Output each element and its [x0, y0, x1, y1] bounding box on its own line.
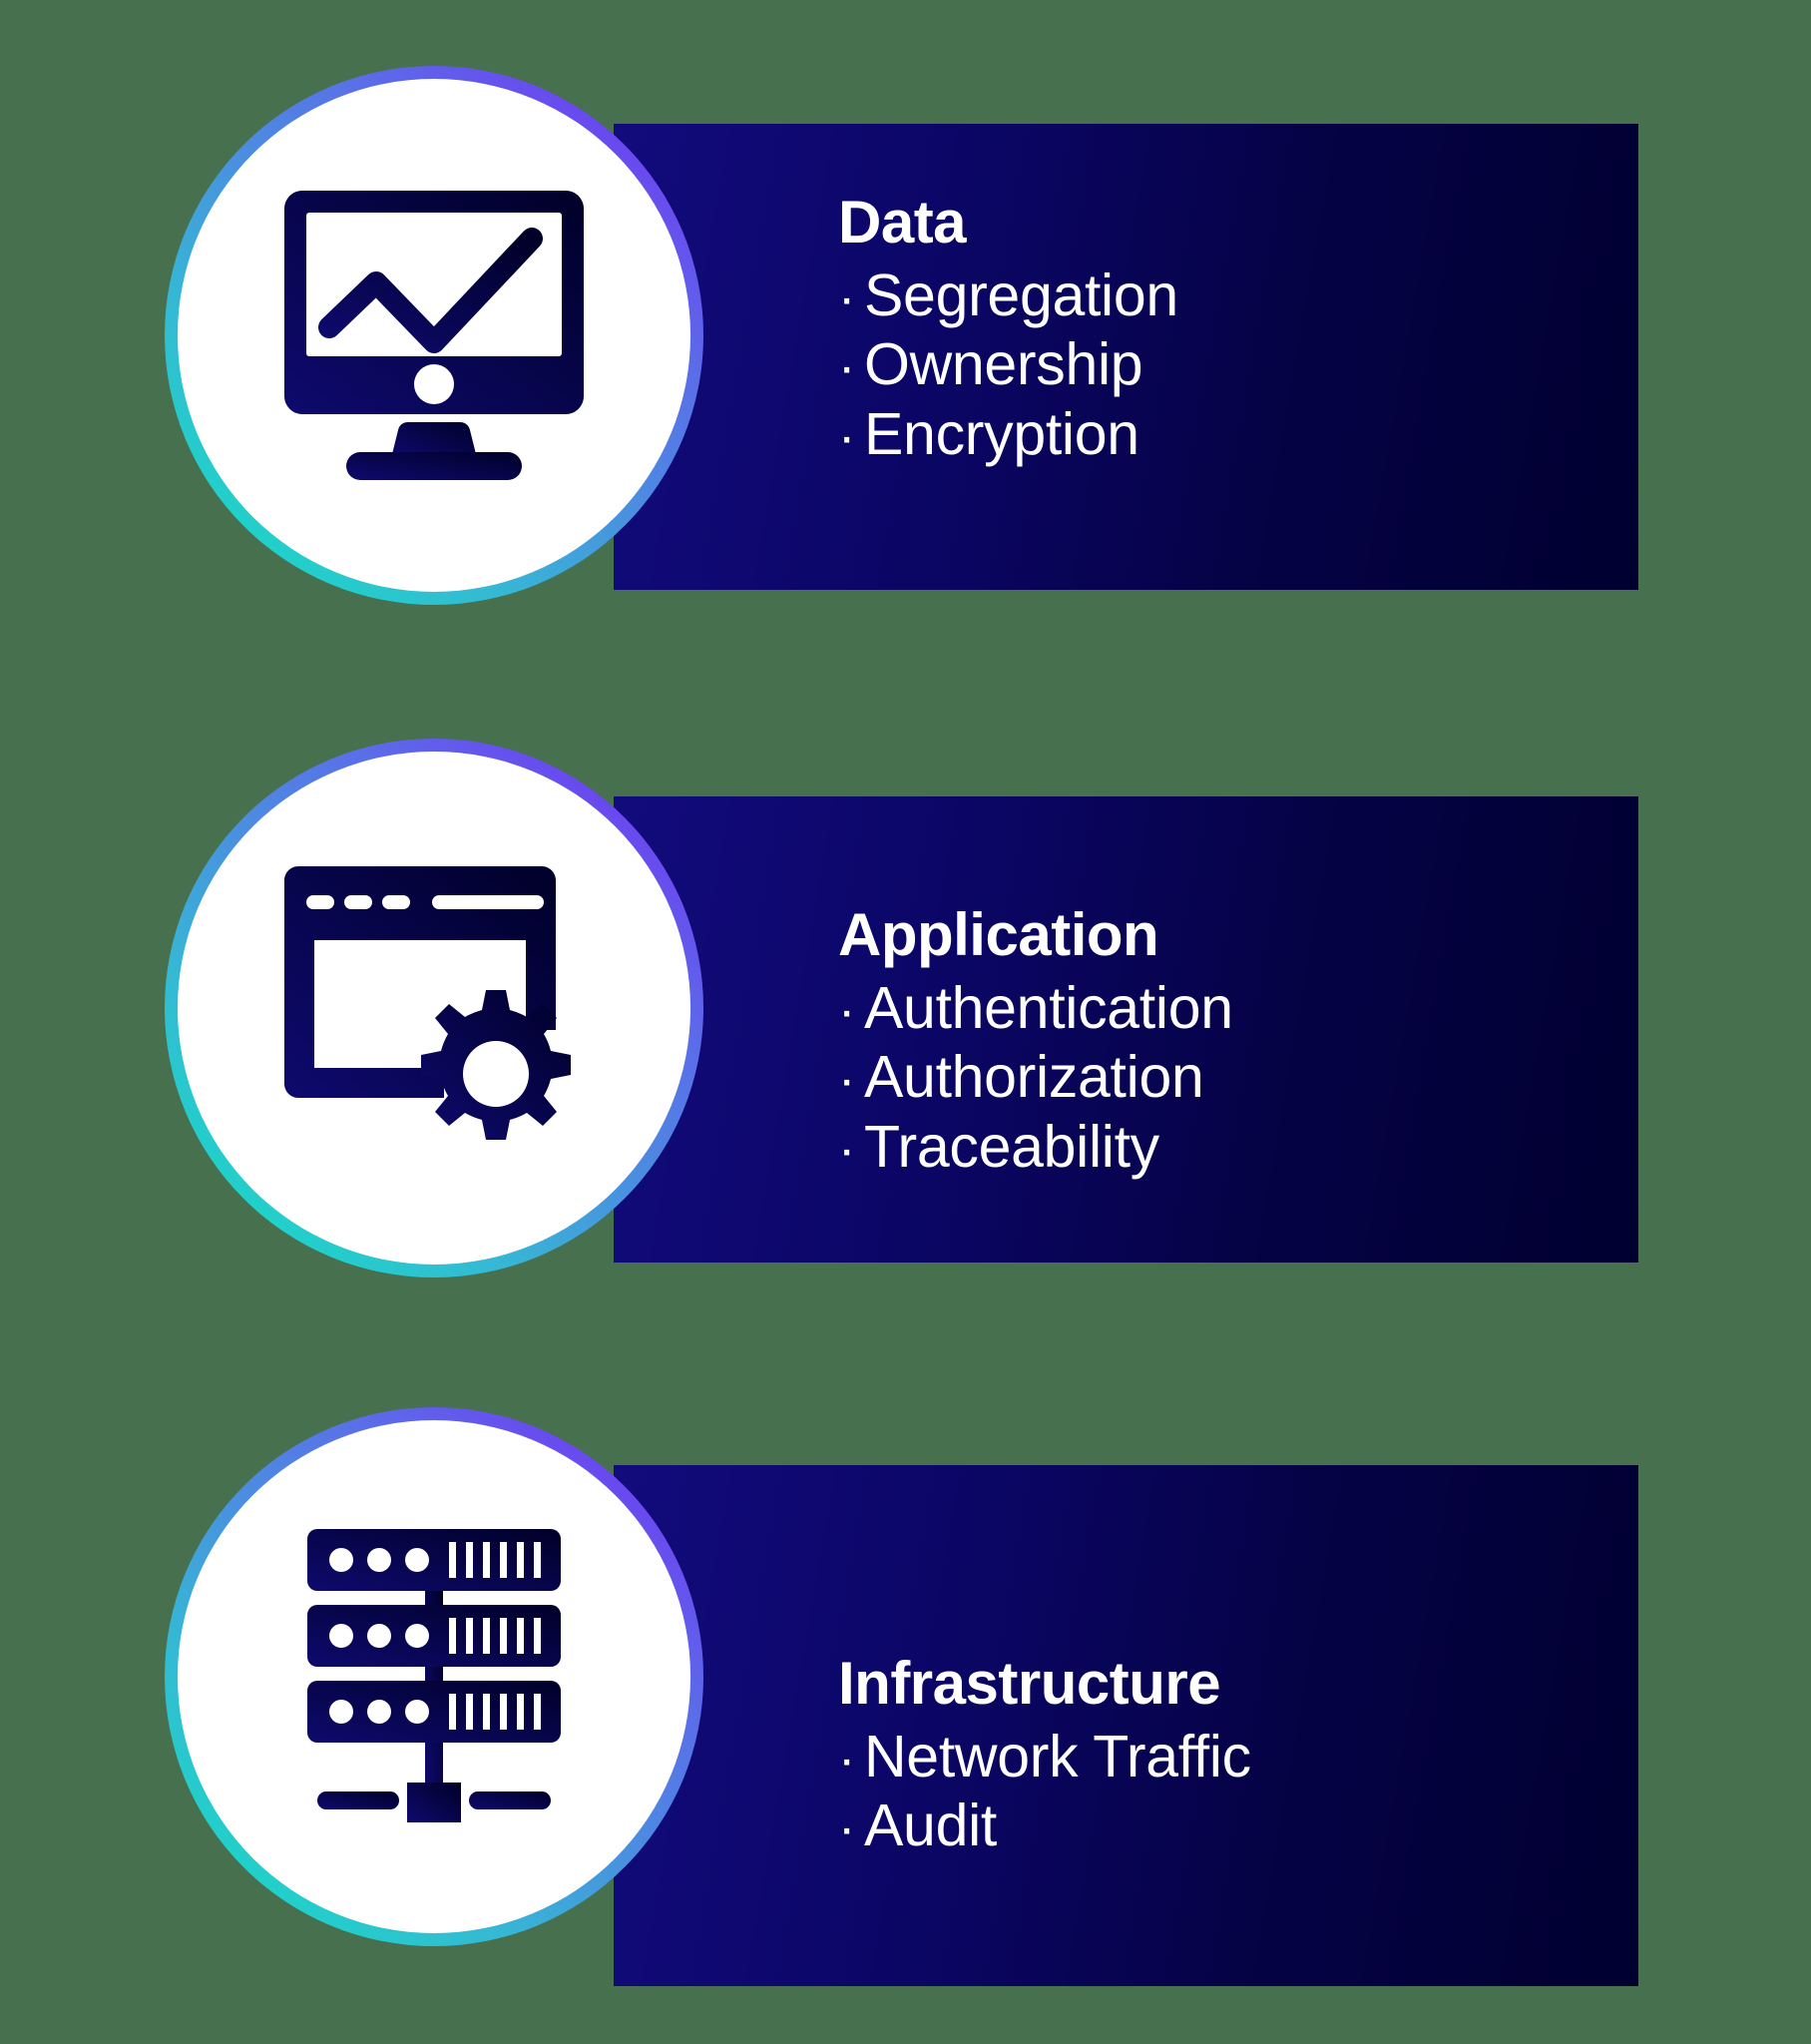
- bullet-icon: ·: [838, 1121, 856, 1180]
- list-item-label: Encryption: [864, 401, 1139, 468]
- text-block-infrastructure: Infrastructure ·Network Traffic ·Audit: [838, 1650, 1251, 1861]
- layer-heading-data: Data: [838, 189, 967, 256]
- list-item: ·Traceability: [838, 1113, 1233, 1183]
- list-item-label: Audit: [864, 1792, 997, 1859]
- monitor-chart-icon: [284, 191, 584, 480]
- panel-infrastructure: [614, 1465, 1638, 1986]
- list-item-label: Segregation: [864, 261, 1178, 328]
- layer-row-infrastructure: Infrastructure ·Network Traffic ·Audit: [0, 1407, 1811, 1986]
- server-rack-icon: [299, 1527, 569, 1826]
- icon-circle-infrastructure: [165, 1407, 703, 1946]
- bullet-icon: ·: [838, 338, 856, 397]
- panel-application: [614, 796, 1638, 1263]
- list-item-label: Authorization: [864, 1044, 1204, 1111]
- list-item-label: Ownership: [864, 331, 1143, 398]
- bullet-list-data: ·Segregation ·Ownership ·Encryption: [838, 261, 1178, 470]
- list-item: ·Authorization: [838, 1043, 1233, 1113]
- bullet-icon: ·: [838, 1799, 856, 1858]
- list-item: ·Segregation: [838, 261, 1178, 331]
- text-block-data: Data ·Segregation ·Ownership ·Encryption: [838, 189, 1178, 470]
- layer-row-application: Application ·Authentication ·Authorizati…: [0, 739, 1811, 1278]
- icon-circle-application: [165, 739, 703, 1278]
- list-item: ·Authentication: [838, 974, 1233, 1044]
- bullet-icon: ·: [838, 408, 856, 467]
- list-item: ·Ownership: [838, 330, 1178, 400]
- bullet-icon: ·: [838, 1051, 856, 1110]
- icon-circle-data: [165, 66, 703, 605]
- icon-circle-inner: [178, 752, 690, 1265]
- panel-data: [614, 124, 1638, 590]
- text-block-application: Application ·Authentication ·Authorizati…: [838, 901, 1233, 1183]
- browser-gear-icon: [284, 858, 584, 1158]
- bullet-list-infrastructure: ·Network Traffic ·Audit: [838, 1723, 1251, 1861]
- bullet-list-application: ·Authentication ·Authorization ·Traceabi…: [838, 974, 1233, 1183]
- bullet-icon: ·: [838, 268, 856, 327]
- list-item-label: Authentication: [864, 974, 1233, 1041]
- list-item: ·Encryption: [838, 400, 1178, 470]
- layer-row-data: Data ·Segregation ·Ownership ·Encryption: [0, 66, 1811, 605]
- list-item-label: Network Traffic: [864, 1723, 1251, 1789]
- icon-circle-inner: [178, 79, 690, 592]
- bullet-icon: ·: [838, 981, 856, 1040]
- list-item: ·Network Traffic: [838, 1723, 1251, 1792]
- icon-circle-inner: [178, 1420, 690, 1933]
- list-item: ·Audit: [838, 1791, 1251, 1861]
- bullet-icon: ·: [838, 1730, 856, 1788]
- list-item-label: Traceability: [864, 1114, 1159, 1181]
- layer-heading-application: Application: [838, 901, 1159, 968]
- layer-heading-infrastructure: Infrastructure: [838, 1650, 1221, 1717]
